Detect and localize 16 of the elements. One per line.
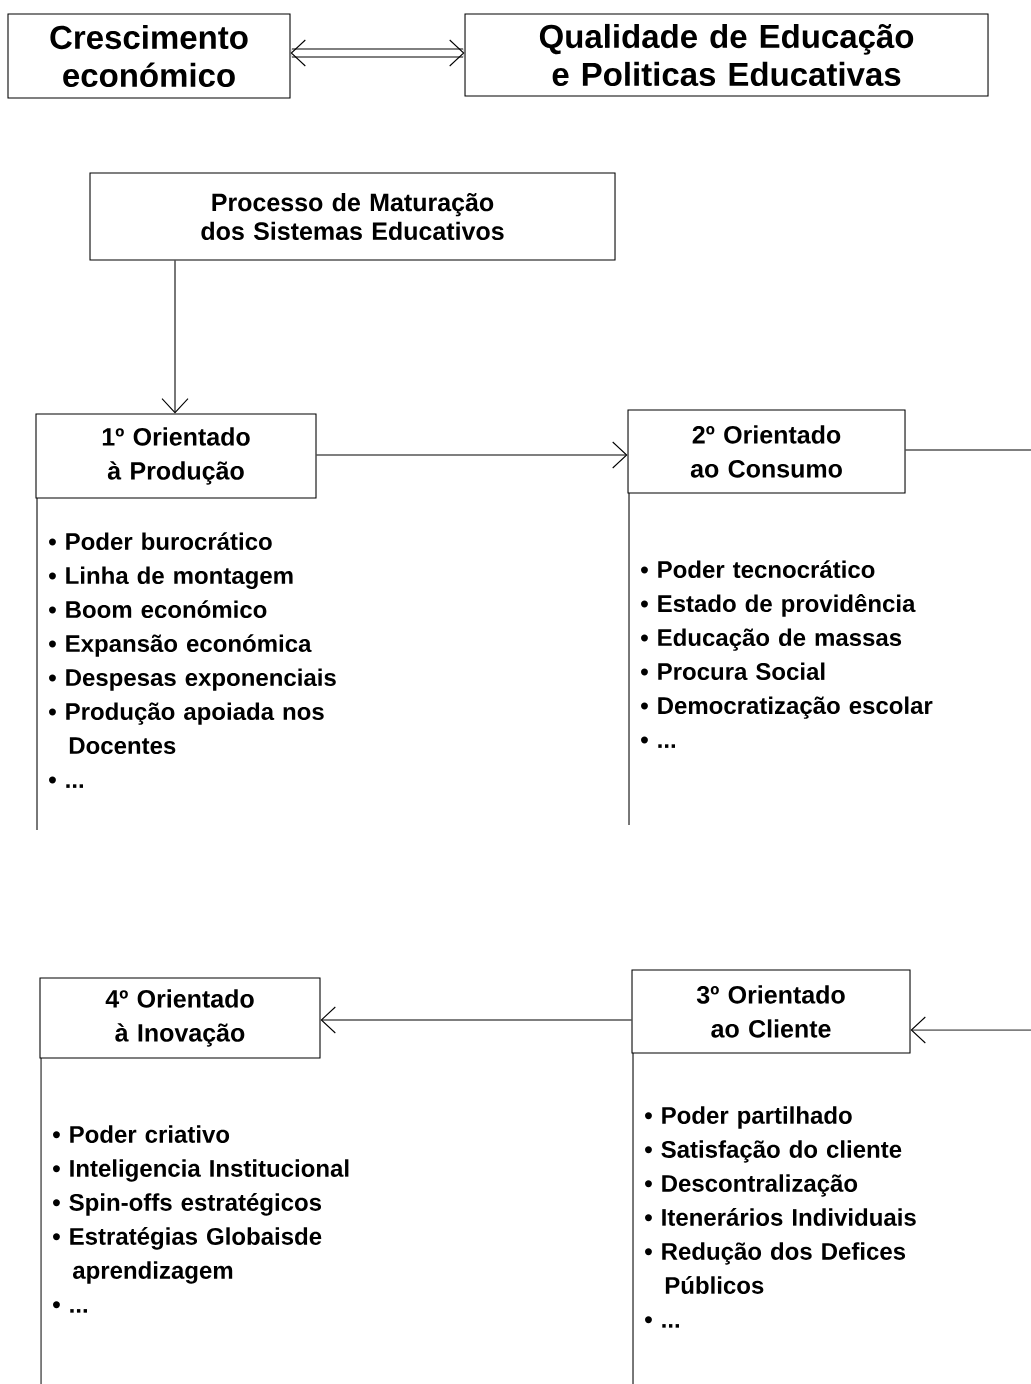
arrow [320,1006,632,1034]
stage-heading-box: 4º Orientado à Inovação [39,977,321,1059]
arrow [316,441,628,469]
bullet-list: • Poder burocrático • Linha de montagem • Boom económico • Expansão económica • Despesas exponenciais • Produção apoiada nos Docentes • ... [49,532,336,788]
bullet-list: • Poder criativo • Inteligencia Institucional • Spin-offs estratégicos • Estratégias Globaisde aprendizagem • ... [53,1125,349,1313]
title-box: Processo de Maturação dos Sistemas Educativos [89,172,616,261]
stage-heading-box: 3º Orientado ao Cliente [631,969,911,1054]
title-box: Crescimento económico [7,13,291,99]
stage-heading-box: 2º Orientado ao Consumo [627,409,906,494]
arrow [290,39,465,67]
arrow [161,260,189,414]
bullet-list: • Poder partilhado • Satisfação do cliente • Descontralização • Itenerários Individuais • Redução dos Defices Públicos • ... [645,1106,916,1328]
arrow [910,1016,1031,1044]
title-box: Qualidade de Educação e Politicas Educativas [464,13,989,97]
stage-heading-box: 1º Orientado à Produção [35,413,317,499]
bullet-list: • Poder tecnocrático • Estado de providência • Educação de massas • Procura Social • Democratização escolar • ... [641,560,933,748]
